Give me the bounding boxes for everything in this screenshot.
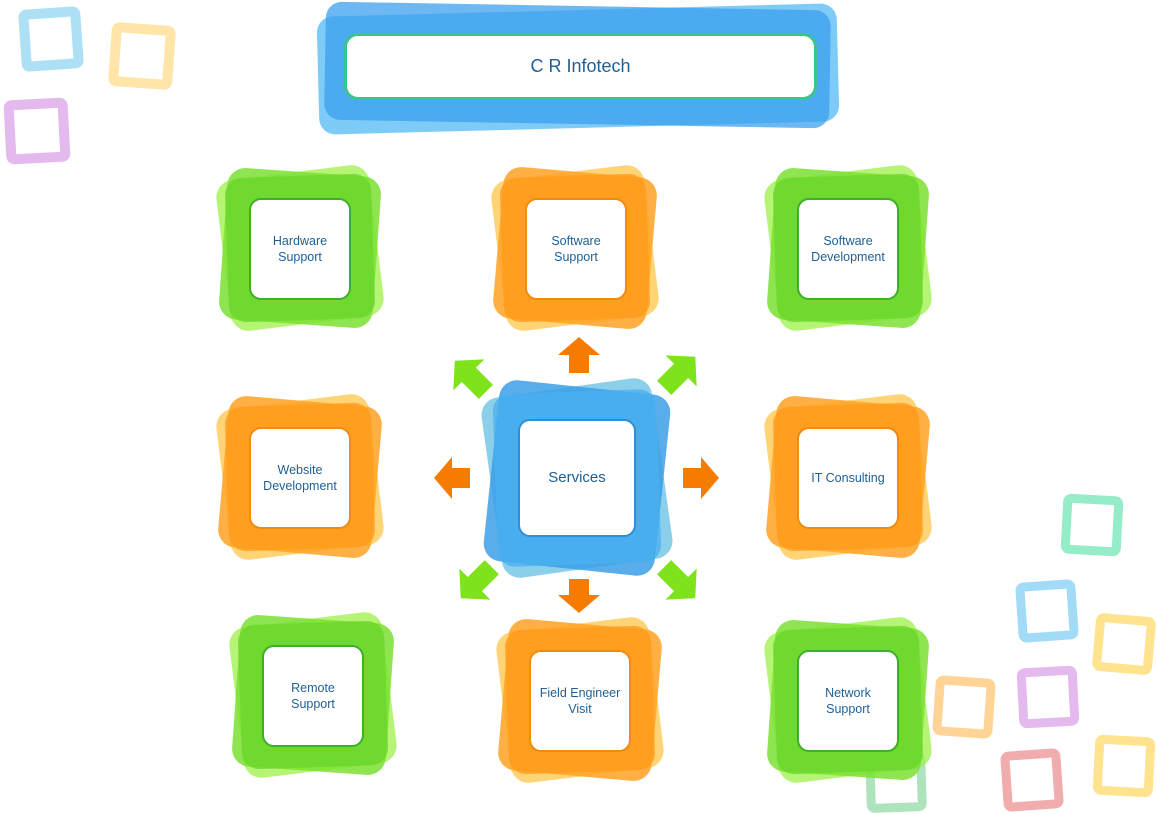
decorative-square [107, 21, 177, 91]
node-field-engineer-visit: Field Engineer Visit [494, 615, 666, 785]
node-label: Field Engineer Visit [529, 650, 631, 752]
decorative-square [1014, 578, 1080, 644]
arrow-down-icon [558, 579, 600, 613]
node-label: Website Development [249, 427, 351, 529]
decorative-square [1091, 612, 1157, 676]
decorative-square [1060, 493, 1124, 557]
center-label: Services [518, 419, 636, 537]
arrow-up-left-icon [453, 359, 493, 399]
node-website-development: Website Development [214, 392, 386, 562]
node-label: Remote Support [262, 645, 364, 747]
decorative-square [931, 674, 997, 740]
node-label: Software Support [525, 198, 627, 300]
node-remote-support: Remote Support [227, 610, 399, 780]
page-title: C R Infotech [344, 33, 817, 100]
node-network-support: Network Support [762, 615, 934, 785]
arrow-down-left-icon [459, 560, 499, 600]
node-label: Software Development [797, 198, 899, 300]
decorative-square [3, 97, 71, 165]
node-label: IT Consulting [797, 427, 899, 529]
arrow-down-right-icon [657, 560, 697, 600]
node-label: Hardware Support [249, 198, 351, 300]
node-hardware-support: Hardware Support [214, 163, 386, 333]
node-label: Network Support [797, 650, 899, 752]
node-software-development: Software Development [762, 163, 934, 333]
node-software-support: Software Support [489, 163, 661, 333]
decorative-square [17, 5, 85, 73]
arrow-up-icon [558, 337, 600, 373]
decorative-square [1092, 734, 1156, 798]
arrow-left-icon [434, 457, 470, 499]
arrow-up-right-icon [657, 355, 697, 395]
node-it-consulting: IT Consulting [762, 392, 934, 562]
arrow-right-icon [683, 457, 719, 499]
decorative-square [999, 747, 1065, 813]
node-services-center: Services [479, 375, 675, 581]
decorative-square [1016, 665, 1080, 729]
